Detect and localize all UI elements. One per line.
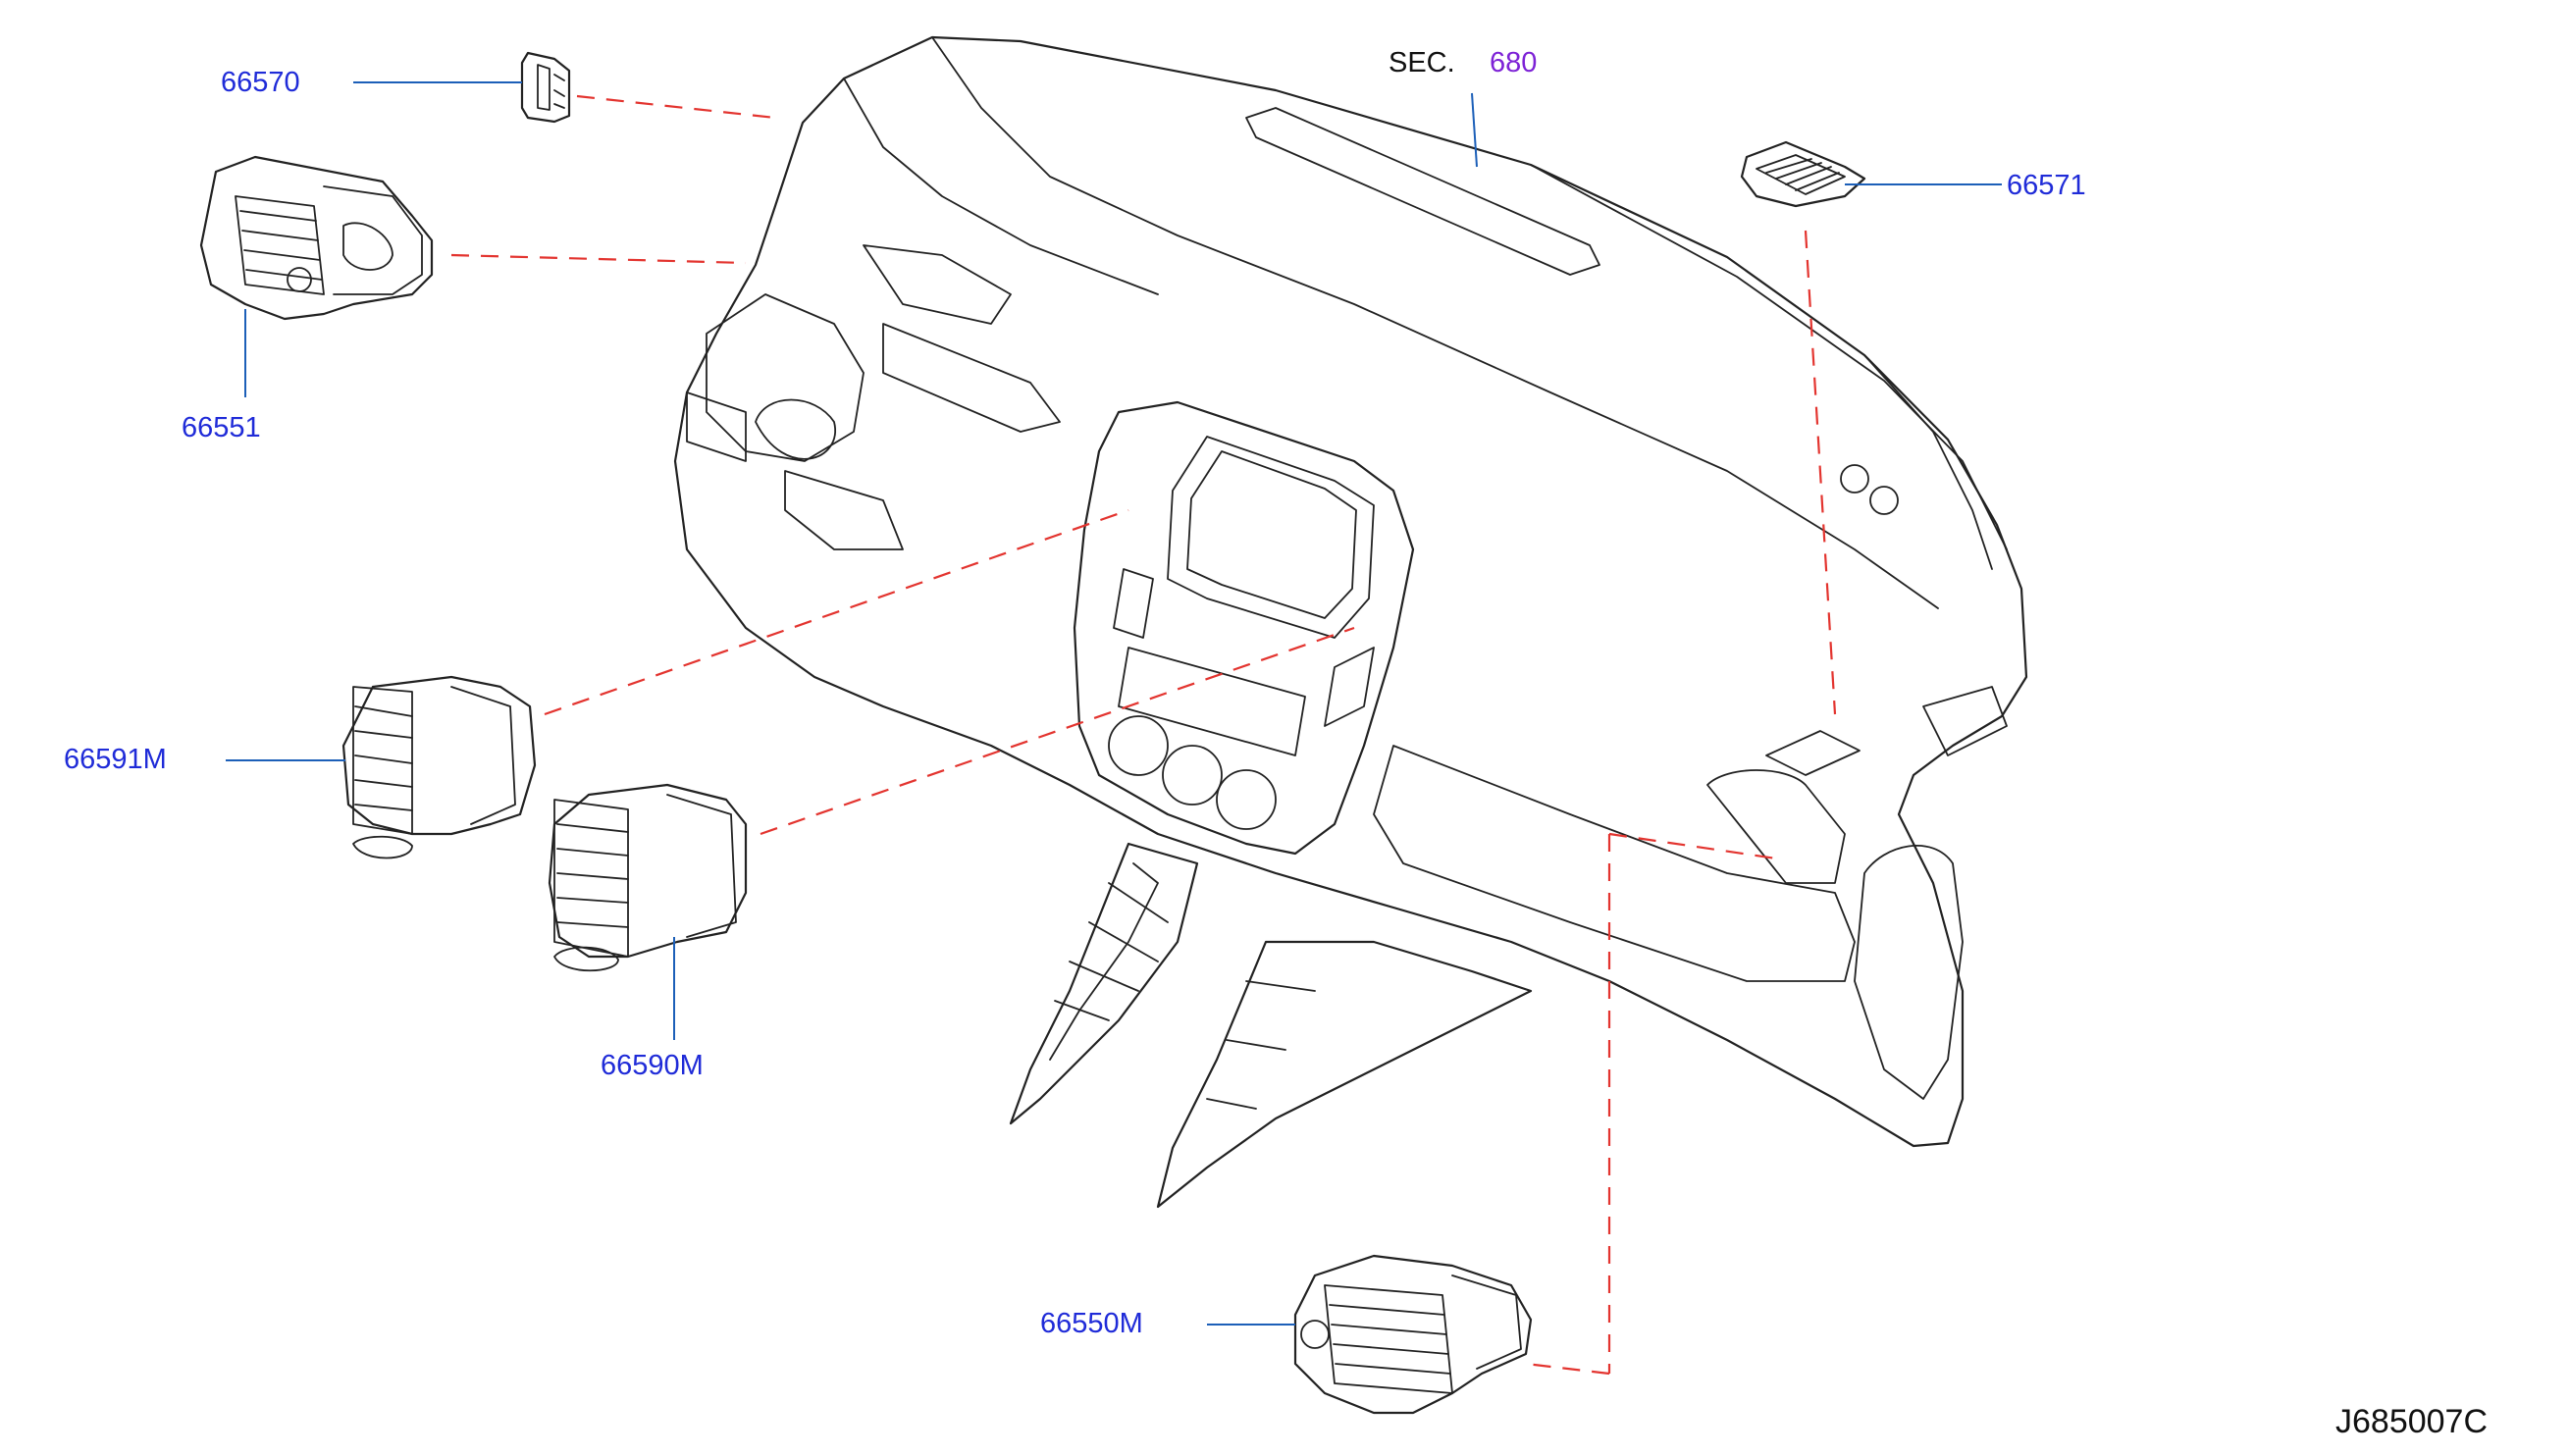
- part-label-66550M[interactable]: 66550M: [1040, 1308, 1143, 1339]
- part-66590M-drawing: [548, 783, 748, 972]
- part-label-66570[interactable]: 66570: [221, 67, 300, 98]
- part-66550M-drawing: [1293, 1254, 1533, 1415]
- drawing-code: J685007C: [2335, 1403, 2489, 1440]
- section-ref-number[interactable]: 680: [1490, 47, 1538, 78]
- part-label-66590M[interactable]: 66590M: [601, 1050, 704, 1081]
- part-label-66591M[interactable]: 66591M: [64, 744, 167, 775]
- part-66591M-drawing: [341, 675, 537, 859]
- dashed-connectors: [450, 94, 1837, 1376]
- part-66551-drawing: [199, 155, 434, 321]
- instrument-panel-drawing: [673, 35, 2028, 1209]
- part-66571-drawing: [1740, 140, 1866, 208]
- part-66570-drawing: [520, 51, 571, 124]
- part-label-66571[interactable]: 66571: [2007, 170, 2086, 201]
- part-label-66551[interactable]: 66551: [182, 412, 261, 443]
- section-ref-prefix: SEC.: [1389, 47, 1455, 78]
- leader-lines: [226, 81, 2002, 1326]
